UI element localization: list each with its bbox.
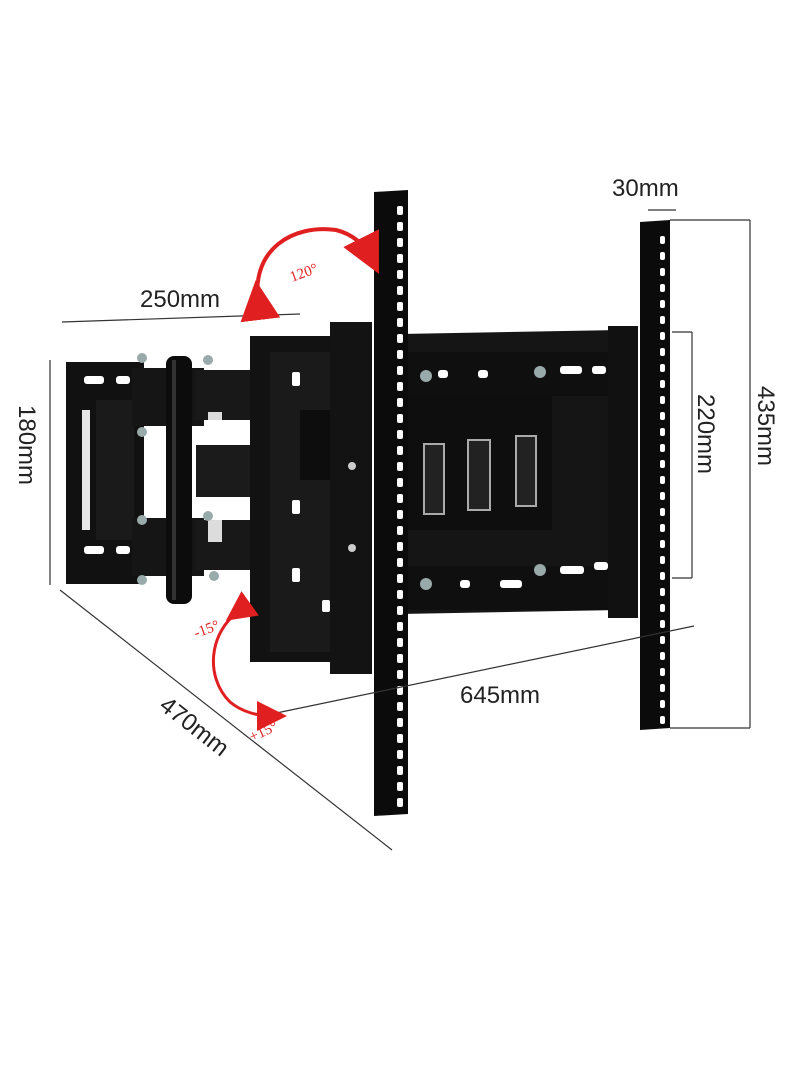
rail-slot (397, 542, 403, 551)
rail-slot (660, 252, 665, 260)
rail-slot (397, 782, 403, 791)
rail-slot (660, 492, 665, 500)
rail-slot (397, 382, 403, 391)
arm-length-label: 250mm (140, 286, 220, 313)
rail-slot (397, 654, 403, 663)
rail-slot (397, 430, 403, 439)
tilt-arrow (211, 591, 287, 731)
rail-slot (660, 604, 665, 612)
rail-slot (397, 750, 403, 759)
tilt-down-label: +15° (247, 719, 280, 746)
rail-slot (397, 462, 403, 471)
dimension-labels: 250mm 180mm 470mm 645mm 220mm 435mm 30mm (13, 175, 779, 762)
wall-plate-height-label: 180mm (13, 405, 40, 485)
rail-slot (397, 270, 403, 279)
vertical-rail-left (374, 190, 408, 816)
rail-slot (660, 572, 665, 580)
rail-slot (660, 636, 665, 644)
rail-slot (660, 380, 665, 388)
rail-slot (660, 444, 665, 452)
rail-slot (660, 620, 665, 628)
extension-depth-label: 470mm (154, 691, 234, 762)
inner-height-label: 220mm (692, 394, 719, 474)
rail-slot (397, 222, 403, 231)
rail-slot (397, 558, 403, 567)
bracket-height-label: 435mm (752, 386, 779, 466)
rail-slot (397, 686, 403, 695)
rail-slot (660, 428, 665, 436)
wall-plate (66, 362, 144, 584)
rail-slot (397, 638, 403, 647)
rail-slot (660, 460, 665, 468)
rail-slot (660, 652, 665, 660)
rail-slot (660, 236, 665, 244)
rail-slot (660, 540, 665, 548)
rail-slot (397, 350, 403, 359)
rail-slot (397, 510, 403, 519)
rail-slot (660, 364, 665, 372)
rail-slot (660, 684, 665, 692)
rail-slot (397, 606, 403, 615)
swivel-arrow (240, 227, 379, 323)
rail-slot (660, 700, 665, 708)
rail-slot (660, 556, 665, 564)
rail-slot (660, 524, 665, 532)
rail-slot (660, 300, 665, 308)
rail-slot (397, 334, 403, 343)
rail-slot (397, 254, 403, 263)
rail-slot (397, 766, 403, 775)
rail-slot (397, 478, 403, 487)
rail-slot (397, 398, 403, 407)
rail-slot (660, 316, 665, 324)
bracket-width-label: 645mm (460, 682, 540, 709)
swivel-angle-label: 120° (288, 261, 320, 286)
rail-slot (397, 206, 403, 215)
rail-slot (397, 446, 403, 455)
rail-width-label: 30mm (612, 175, 679, 202)
rail-slot (660, 348, 665, 356)
rail-slot (397, 622, 403, 631)
rail-slot (660, 396, 665, 404)
rail-slot (397, 318, 403, 327)
rail-slot (397, 574, 403, 583)
rail-slot (397, 590, 403, 599)
rail-slot (660, 716, 665, 724)
rail-slot (397, 238, 403, 247)
rail-slot (397, 526, 403, 535)
cross-plate (330, 322, 638, 674)
rail-slot (397, 670, 403, 679)
rail-slot (397, 414, 403, 423)
rail-slot (397, 302, 403, 311)
rail-slot (397, 286, 403, 295)
rail-slot (397, 734, 403, 743)
rail-slot (397, 798, 403, 807)
rail-slot (660, 668, 665, 676)
rail-slot (397, 718, 403, 727)
rail-slot (397, 494, 403, 503)
rail-slot (660, 588, 665, 596)
rail-slot (660, 508, 665, 516)
rail-slot (660, 476, 665, 484)
rail-slot (660, 332, 665, 340)
rail-slot (660, 268, 665, 276)
rail-slot (660, 284, 665, 292)
rail-slot (397, 702, 403, 711)
vertical-rail-right (640, 220, 670, 730)
rail-slot (660, 412, 665, 420)
rail-slot (397, 366, 403, 375)
